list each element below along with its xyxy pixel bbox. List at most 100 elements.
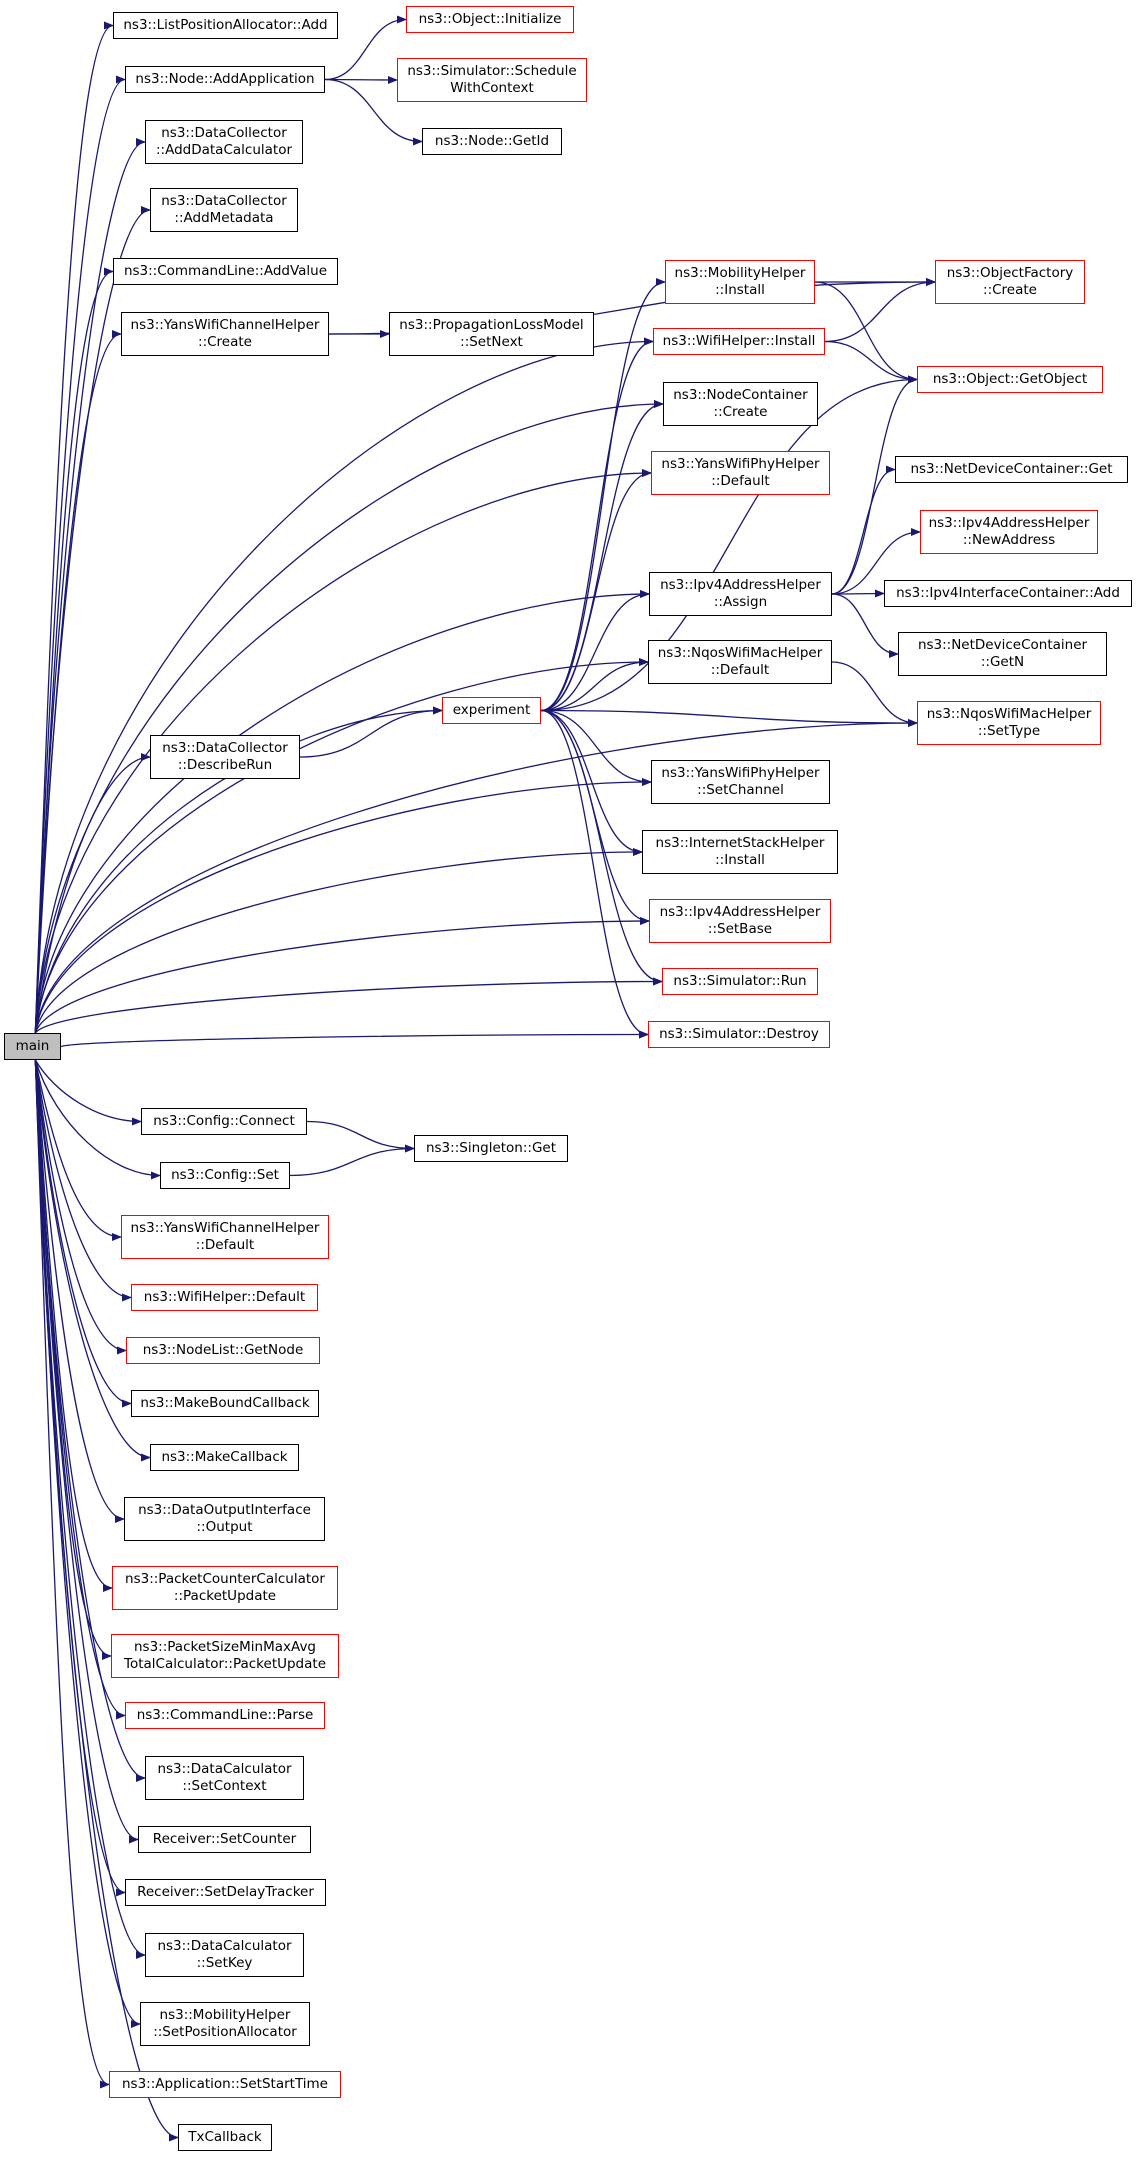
edge-experiment-to-ipv4-address-helper-assign (540, 590, 650, 712)
node-label: Receiver::SetDelayTracker (137, 1884, 314, 1900)
node-node-container-create[interactable]: ns3::NodeContainer::Create (663, 382, 818, 426)
node-tx-callback[interactable]: TxCallback (178, 2124, 272, 2151)
edge-main-to-application-set-start-time (34, 1059, 110, 2089)
node-object-factory-create[interactable]: ns3::ObjectFactory::Create (935, 260, 1085, 304)
node-experiment[interactable]: experiment (442, 697, 541, 724)
node-data-collector-describe-run[interactable]: ns3::DataCollector::DescribeRun (150, 735, 300, 779)
edge-experiment-to-wifi-helper-install (540, 337, 654, 712)
edge-experiment-to-nqos-wifi-mac-helper-default (540, 658, 649, 712)
node-label: ns3::ObjectFactory (946, 265, 1074, 281)
node-nqos-wifi-mac-helper-default[interactable]: ns3::NqosWifiMacHelper::Default (648, 640, 832, 684)
edge-main-to-nqos-wifi-mac-helper-set-type (34, 719, 918, 1034)
edge-main-to-data-output-interface-output (34, 1059, 125, 1523)
node-node-add-application[interactable]: ns3::Node::AddApplication (125, 66, 325, 93)
node-singleton-get[interactable]: ns3::Singleton::Get (414, 1135, 568, 1162)
edge-data-collector-describe-run-to-experiment (299, 706, 443, 758)
node-command-line-parse[interactable]: ns3::CommandLine::Parse (125, 1702, 325, 1729)
edge-ipv4-address-helper-assign-to-ipv4-interface-container-add (831, 589, 885, 598)
edge-main-to-yans-wifi-phy-helper-default (34, 469, 652, 1034)
node-wifi-helper-install[interactable]: ns3::WifiHelper::Install (653, 328, 825, 355)
node-receiver-set-delay-tracker[interactable]: Receiver::SetDelayTracker (125, 1879, 326, 1906)
node-data-collector-add-metadata[interactable]: ns3::DataCollector::AddMetadata (150, 188, 298, 232)
edge-main-to-data-calculator-set-context (34, 1059, 146, 1782)
node-mobility-helper-set-position-allocator[interactable]: ns3::MobilityHelper::SetPositionAllocato… (140, 2002, 310, 2046)
node-wifi-helper-default[interactable]: ns3::WifiHelper::Default (131, 1284, 318, 1311)
node-simulator-run[interactable]: ns3::Simulator::Run (662, 968, 818, 995)
node-label: TotalCalculator::PacketUpdate (124, 1656, 326, 1672)
node-data-output-interface-output[interactable]: ns3::DataOutputInterface::Output (124, 1497, 325, 1541)
node-label: TxCallback (188, 2129, 262, 2145)
node-receiver-set-counter[interactable]: Receiver::SetCounter (138, 1826, 311, 1853)
node-label: ns3::DataCalculator (157, 1761, 292, 1777)
edge-main-to-wifi-helper-install (34, 337, 654, 1034)
node-label: ns3::Object::GetObject (932, 371, 1088, 387)
node-object-get-object[interactable]: ns3::Object::GetObject (917, 366, 1103, 393)
node-label: ::Default (711, 473, 770, 489)
node-data-calculator-set-context[interactable]: ns3::DataCalculator::SetContext (145, 1756, 304, 1800)
node-label: ::PacketUpdate (173, 1588, 277, 1604)
node-label: ns3::MakeCallback (161, 1449, 288, 1465)
node-label: ns3::CommandLine::AddValue (123, 263, 328, 279)
node-main[interactable]: main (4, 1033, 61, 1060)
node-propagation-loss-model-set-next[interactable]: ns3::PropagationLossModel::SetNext (389, 312, 594, 356)
node-net-device-container-get-n[interactable]: ns3::NetDeviceContainer::GetN (898, 632, 1107, 676)
node-make-callback[interactable]: ns3::MakeCallback (150, 1444, 299, 1471)
node-label: ::Default (195, 1237, 255, 1253)
node-label: ns3::Config::Set (171, 1167, 279, 1183)
node-label: ::Output (196, 1519, 253, 1535)
node-application-set-start-time[interactable]: ns3::Application::SetStartTime (109, 2071, 341, 2098)
node-label: ns3::NodeContainer (673, 387, 808, 403)
edge-main-to-receiver-set-delay-tracker (34, 1059, 126, 1897)
node-node-list-get-node[interactable]: ns3::NodeList::GetNode (126, 1337, 320, 1364)
node-object-initialize[interactable]: ns3::Object::Initialize (406, 6, 574, 33)
edge-main-to-yans-wifi-phy-helper-set-channel (34, 778, 652, 1034)
node-command-line-add-value[interactable]: ns3::CommandLine::AddValue (113, 258, 338, 285)
node-ipv4-interface-container-add[interactable]: ns3::Ipv4InterfaceContainer::Add (884, 580, 1132, 607)
node-yans-wifi-phy-helper-default[interactable]: ns3::YansWifiPhyHelper::Default (651, 451, 830, 495)
node-label: ::SetContext (182, 1778, 267, 1794)
edge-main-to-config-connect (34, 1059, 142, 1126)
node-config-connect[interactable]: ns3::Config::Connect (141, 1108, 307, 1135)
node-ipv4-address-helper-new-address[interactable]: ns3::Ipv4AddressHelper::NewAddress (920, 510, 1098, 554)
node-mobility-helper-install[interactable]: ns3::MobilityHelper::Install (665, 260, 815, 304)
node-ipv4-address-helper-set-base[interactable]: ns3::Ipv4AddressHelper::SetBase (649, 899, 831, 943)
node-packet-counter-calculator-packet-update[interactable]: ns3::PacketCounterCalculator::PacketUpda… (112, 1566, 338, 1610)
node-label: ::Create (713, 404, 768, 420)
node-label: ns3::Ipv4AddressHelper (659, 904, 821, 920)
node-simulator-destroy[interactable]: ns3::Simulator::Destroy (648, 1021, 830, 1048)
node-ipv4-address-helper-assign[interactable]: ns3::Ipv4AddressHelper::Assign (649, 572, 832, 616)
node-config-set[interactable]: ns3::Config::Set (160, 1162, 290, 1189)
node-net-device-container-get[interactable]: ns3::NetDeviceContainer::Get (895, 456, 1128, 483)
node-list-position-allocator-add[interactable]: ns3::ListPositionAllocator::Add (113, 12, 338, 39)
node-internet-stack-helper-install[interactable]: ns3::InternetStackHelper::Install (642, 830, 838, 874)
node-label: ns3::Simulator::Schedule (407, 63, 577, 79)
node-data-collector-add-data-calculator[interactable]: ns3::DataCollector::AddDataCalculator (145, 120, 303, 164)
edge-main-to-experiment (34, 706, 443, 1034)
node-label: ns3::Object::Initialize (418, 11, 562, 27)
edge-main-to-make-bound-callback (34, 1059, 132, 1408)
node-data-calculator-set-key[interactable]: ns3::DataCalculator::SetKey (145, 1933, 304, 1977)
node-label: ns3::DataCollector (161, 125, 287, 141)
node-label: ns3::PacketSizeMinMaxAvg (133, 1639, 317, 1655)
edge-node-add-application-to-simulator-schedule-with-context (324, 75, 398, 84)
node-node-get-id[interactable]: ns3::Node::GetId (422, 128, 562, 155)
edge-main-to-data-collector-describe-run (34, 753, 151, 1034)
node-label: ns3::YansWifiChannelHelper (130, 1220, 320, 1236)
edge-main-to-make-callback (34, 1059, 151, 1462)
node-make-bound-callback[interactable]: ns3::MakeBoundCallback (131, 1390, 319, 1417)
node-label: ns3::NqosWifiMacHelper (657, 645, 823, 661)
edge-main-to-internet-stack-helper-install (34, 848, 643, 1034)
node-label: ns3::Singleton::Get (425, 1140, 557, 1156)
edge-main-to-packet-counter-calculator-packet-update (34, 1059, 113, 1592)
edge-ipv4-address-helper-assign-to-net-device-container-get (831, 465, 896, 595)
node-yans-wifi-phy-helper-set-channel[interactable]: ns3::YansWifiPhyHelper::SetChannel (651, 760, 830, 804)
node-label: WithContext (450, 80, 534, 96)
node-label: ns3::YansWifiPhyHelper (661, 456, 820, 472)
node-yans-wifi-channel-helper-create[interactable]: ns3::YansWifiChannelHelper::Create (121, 312, 329, 356)
edge-main-to-command-line-add-value (34, 267, 114, 1034)
node-label: ns3::InternetStackHelper (655, 835, 825, 851)
node-yans-wifi-channel-helper-default[interactable]: ns3::YansWifiChannelHelper::Default (121, 1215, 329, 1259)
node-nqos-wifi-mac-helper-set-type[interactable]: ns3::NqosWifiMacHelper::SetType (917, 701, 1101, 745)
